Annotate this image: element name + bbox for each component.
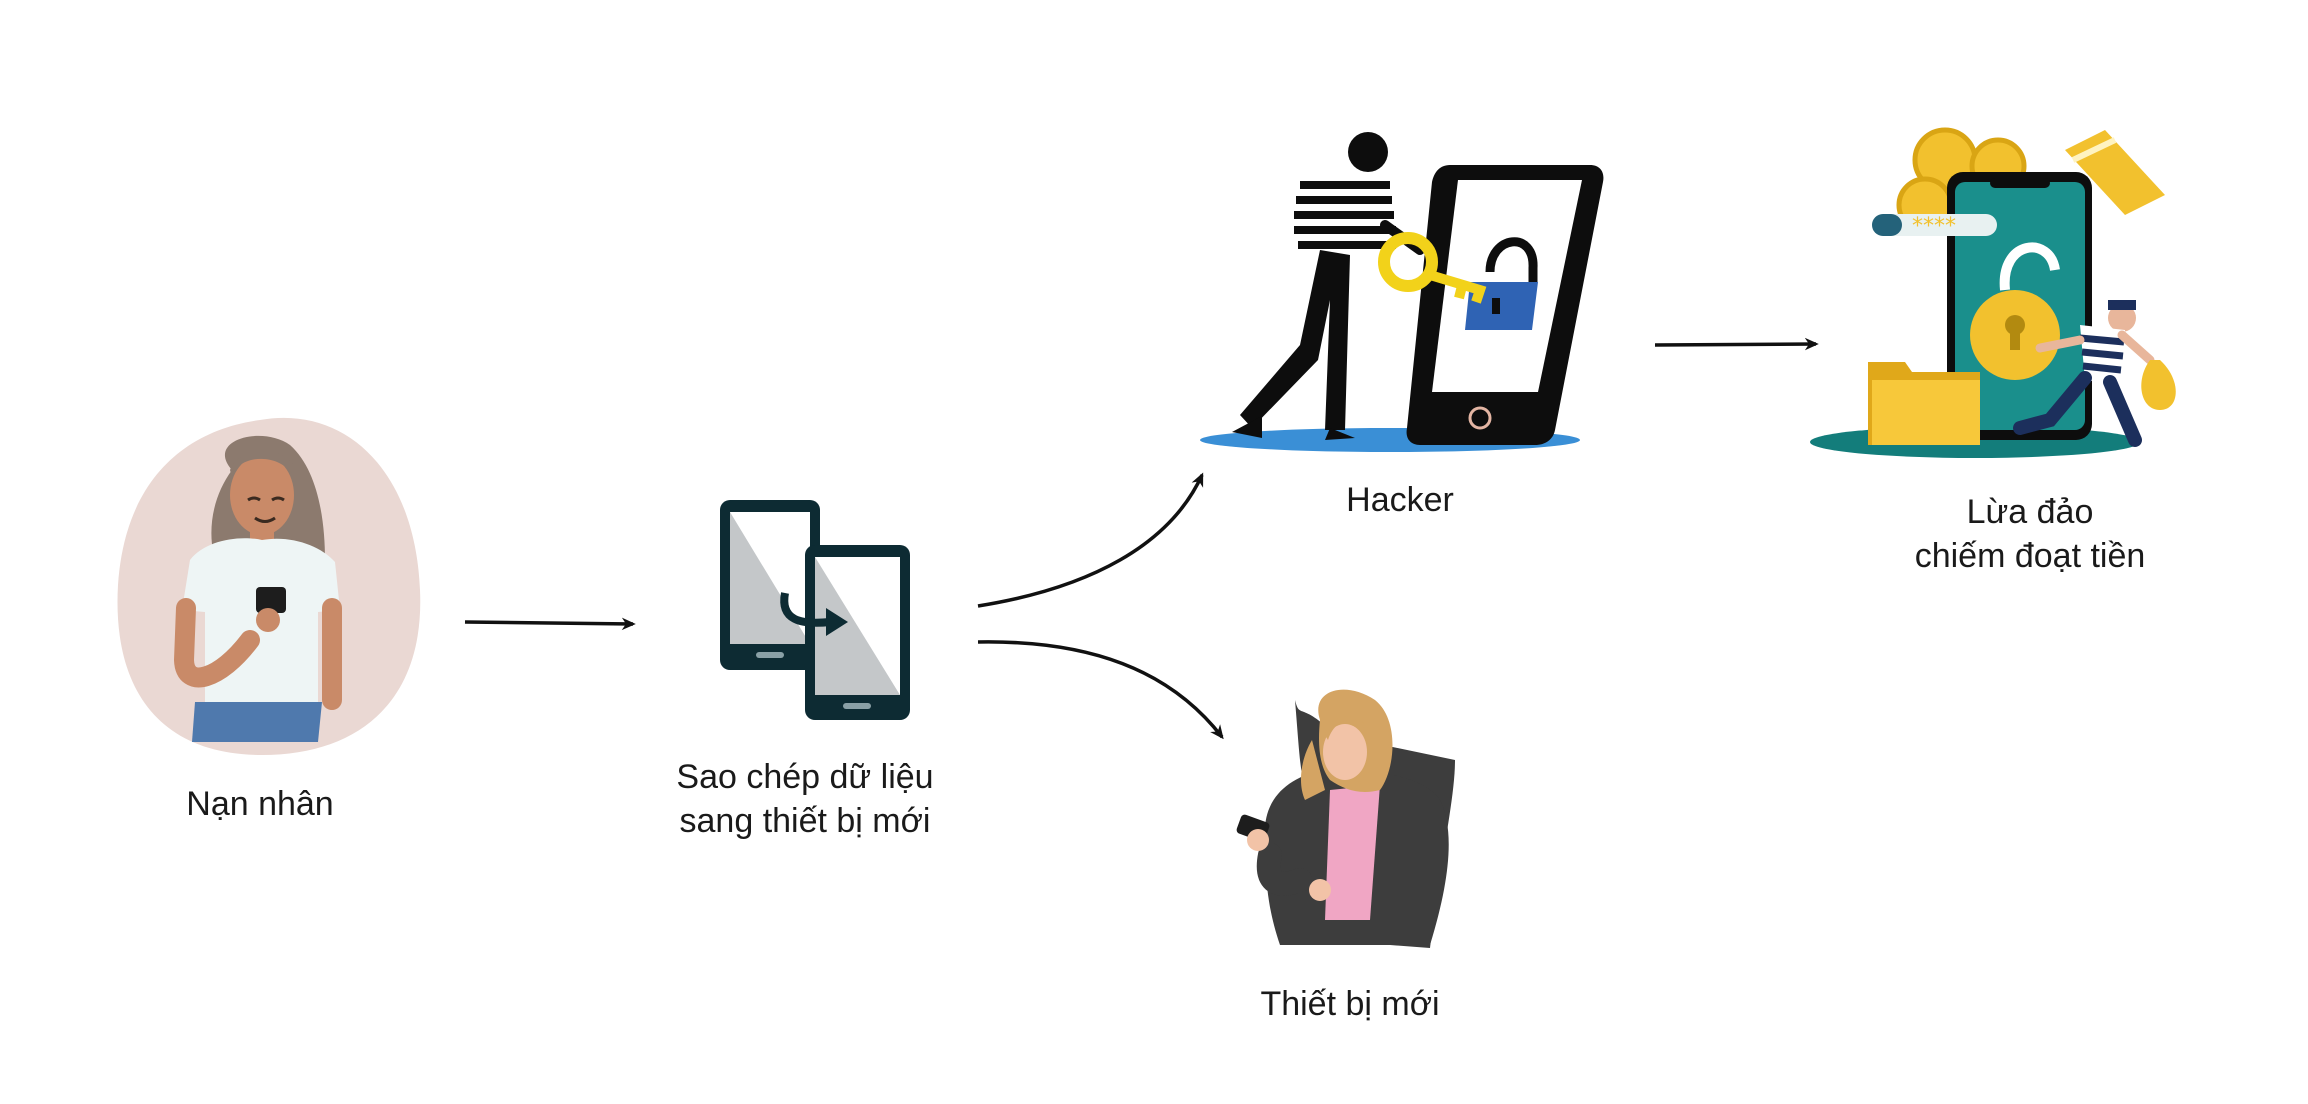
phone-transfer-icon bbox=[720, 500, 910, 720]
new-device-illustration-icon bbox=[1236, 689, 1455, 948]
copy-data-label-line-1: Sao chép dữ liệu bbox=[676, 758, 934, 796]
victim-illustration-icon bbox=[117, 417, 421, 755]
arrow-copy-to-new-device bbox=[977, 640, 1224, 740]
money-theft-phone-icon: **** bbox=[1810, 127, 2176, 458]
copy-data-label-line-2: sang thiết bị mới bbox=[679, 802, 931, 840]
fraud-label-line-1: Lừa đảo bbox=[1966, 493, 2094, 531]
arrow-victim-to-copy bbox=[464, 617, 636, 631]
fraud-label-line-2: chiếm đoạt tiền bbox=[1914, 537, 2146, 575]
arrows bbox=[464, 337, 1819, 740]
victim-label: Nạn nhân bbox=[186, 785, 334, 823]
svg-text:****: **** bbox=[1912, 214, 1956, 239]
copy-data-label: Sao chép dữ liệu sang thiết bị mới bbox=[640, 755, 970, 843]
hacker-illustration-icon bbox=[1200, 132, 1604, 452]
arrow-hacker-to-fraud bbox=[1654, 337, 1819, 351]
arrow-copy-to-hacker bbox=[977, 472, 1204, 608]
fraud-label: Lừa đảo chiếm đoạt tiền bbox=[1880, 490, 2180, 578]
new-device-label: Thiết bị mới bbox=[1260, 985, 1440, 1023]
hacker-label: Hacker bbox=[1346, 481, 1454, 519]
